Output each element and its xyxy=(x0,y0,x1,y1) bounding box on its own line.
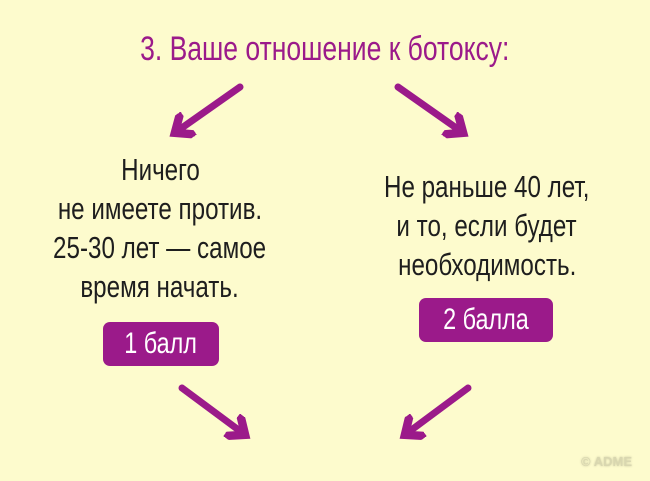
arrow-bottom-right-icon xyxy=(406,384,472,434)
arrow-top-right-icon xyxy=(394,83,462,132)
right-option-text: Не раньше 40 лет, и то, если будет необх… xyxy=(384,169,590,282)
left-option-text: Ничего не имеете против. 25-30 лет — сам… xyxy=(53,152,267,304)
question-title: 3. Ваше отношение к ботоксу: xyxy=(140,30,510,68)
left-score-badge: 1 балл xyxy=(103,322,219,366)
arrow-top-left-icon xyxy=(176,83,244,132)
arrow-bottom-left-icon xyxy=(178,384,244,434)
watermark: © ADME xyxy=(581,454,632,469)
right-score-badge: 2 балла xyxy=(419,298,553,342)
